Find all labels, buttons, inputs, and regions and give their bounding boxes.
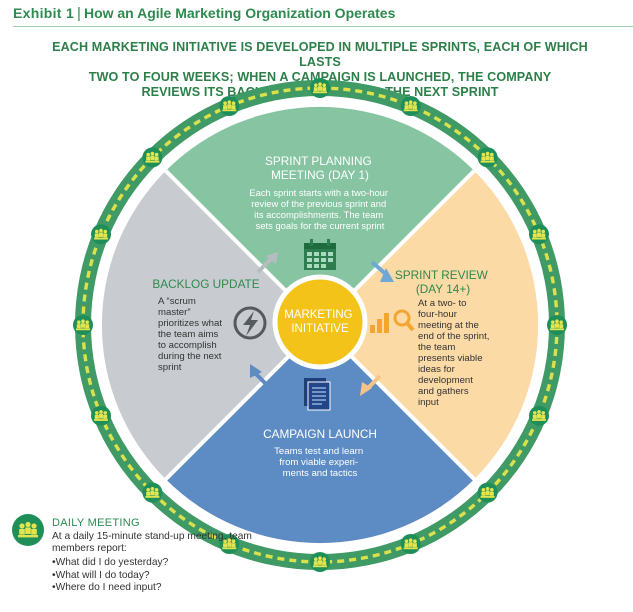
exhibit-title: How an Agile Marketing Organization Oper…	[83, 5, 396, 21]
team-meeting-icon	[310, 552, 330, 572]
team-meeting-icon	[91, 405, 111, 426]
analytics-icon	[370, 309, 415, 333]
planning-body: Each sprint starts with a two-hour	[249, 187, 388, 198]
backlog-body: to accomplish	[158, 340, 217, 351]
svg-text:CAMPAIGN LAUNCH: CAMPAIGN LAUNCH	[263, 427, 377, 441]
backlog-text: BACKLOG UPDATE A “scrum master” prioriti…	[152, 277, 267, 373]
daily-meeting-title: DAILY MEETING	[52, 517, 140, 529]
review-body: and gathers	[418, 386, 469, 397]
backlog-body: A “scrum	[158, 296, 196, 307]
planning-title: SPRINT PLANNING	[265, 154, 372, 168]
launch-body: ments and tactics	[283, 468, 358, 479]
review-title: SPRINT REVIEW	[395, 268, 489, 282]
svg-text:SPRINT REVIEW (DAY 14+): SPRINT REVIEW (DAY 14+)	[395, 268, 491, 296]
quadrant-backlog-update	[101, 170, 321, 480]
team-meeting-icon	[142, 147, 163, 168]
team-meeting-icon	[400, 96, 421, 116]
svg-text:Each sprint starts with a two-: Each sprint starts with a two-hour revie…	[249, 187, 390, 231]
lightning-icon	[233, 306, 267, 340]
team-meeting-icon	[477, 147, 498, 168]
review-body: ideas for	[418, 364, 456, 375]
planning-body: sets goals for the current sprint	[256, 220, 385, 231]
quadrant-sprint-review	[320, 170, 539, 480]
list-item: What will I do today?	[52, 570, 168, 583]
launch-title: CAMPAIGN LAUNCH	[263, 427, 377, 441]
launch-body: Teams test and learn	[274, 446, 363, 457]
team-meeting-icon	[400, 534, 421, 554]
header-separator: |	[77, 5, 81, 22]
team-meeting-icon	[547, 315, 567, 335]
svg-text:SPRINT PLANNING MEETING: SPRINT PLANNING MEETING (DAY 1)	[265, 154, 375, 182]
team-meeting-icon	[12, 514, 44, 546]
review-text: SPRINT REVIEW (DAY 14+) At a two- to fou…	[370, 268, 492, 408]
team-meeting-icon	[219, 96, 240, 116]
flow-arrows	[250, 252, 394, 396]
svg-text:At a two- to four-hour: At a two- to four-hour meeting at the en…	[418, 298, 492, 408]
review-body: the team	[418, 342, 455, 353]
planning-text: SPRINT PLANNING MEETING (DAY 1) Each spr…	[249, 154, 390, 270]
center-label: MARKETING	[284, 309, 352, 321]
list-item: What did I do yesterday?	[52, 557, 169, 570]
backlog-title: BACKLOG UPDATE	[152, 277, 259, 291]
team-meeting-icon	[310, 78, 330, 98]
exhibit-header: Exhibit 1|How an Agile Marketing Organiz…	[13, 5, 633, 27]
review-body: At a two- to	[418, 298, 467, 309]
planning-body: its accomplishments. The team	[254, 209, 383, 220]
planning-body: review of the previous sprint and	[251, 198, 386, 209]
quadrant-campaign-launch	[165, 325, 475, 544]
exhibit-label: Exhibit 1	[13, 5, 75, 21]
list-item: Where do I need input?	[52, 582, 168, 595]
review-title: (DAY 14+)	[416, 282, 470, 296]
planning-title: MEETING (DAY 1)	[271, 168, 369, 182]
header-rule	[13, 26, 633, 27]
backlog-body: master”	[158, 307, 191, 318]
daily-meeting-intro: At a daily 15-minute stand-up meeting, t…	[52, 531, 252, 554]
quadrant-sprint-planning	[165, 106, 475, 325]
review-body: presents viable	[418, 353, 483, 364]
team-meeting-icon	[529, 405, 549, 426]
svg-text:A “scrum master” p: A “scrum master” prioritizes what the te…	[158, 296, 225, 373]
quadrant-wheel	[101, 106, 539, 544]
backlog-body: prioritizes what	[158, 318, 222, 329]
team-meeting-icon	[142, 482, 163, 503]
subtitle-line: EACH MARKETING INITIATIVE IS DEVELOPED I…	[52, 40, 588, 69]
svg-text:BACKLOG UPDATE: BACKLOG UPDATE	[152, 277, 259, 291]
backlog-body: the team aims	[158, 329, 218, 340]
document-icon	[304, 378, 331, 411]
svg-text:MARKETING INITIATIVE: MARKETING INITIATIVE	[284, 309, 356, 335]
calendar-icon	[304, 239, 336, 270]
review-body: end of the sprint,	[418, 331, 489, 342]
center-label: INITIATIVE	[291, 323, 349, 335]
arrow-backlog-to-planning	[256, 256, 274, 274]
backlog-body: sprint	[158, 362, 182, 373]
center-hub: MARKETING INITIATIVE	[272, 274, 368, 370]
launch-body: from viable experi-	[279, 457, 358, 468]
review-body: meeting at the	[418, 320, 479, 331]
diagram-subtitle: EACH MARKETING INITIATIVE IS DEVELOPED I…	[40, 40, 600, 100]
svg-text:Teams test and learn fro: Teams test and learn from viable experi-…	[274, 446, 366, 479]
team-meeting-icon	[477, 482, 498, 503]
launch-text: CAMPAIGN LAUNCH Teams test and learn fro…	[263, 378, 377, 479]
team-meeting-icon	[529, 224, 549, 245]
review-body: four-hour	[418, 309, 458, 320]
daily-meeting-questions: What did I do yesterday? What will I do …	[52, 557, 169, 595]
team-meeting-icon	[73, 315, 93, 335]
review-body: development	[418, 375, 473, 386]
backlog-body: during the next	[158, 351, 222, 362]
team-meeting-icon	[91, 224, 111, 245]
subtitle-line: TWO TO FOUR WEEKS; WHEN A CAMPAIGN IS LA…	[88, 70, 552, 84]
review-body: input	[418, 397, 439, 408]
